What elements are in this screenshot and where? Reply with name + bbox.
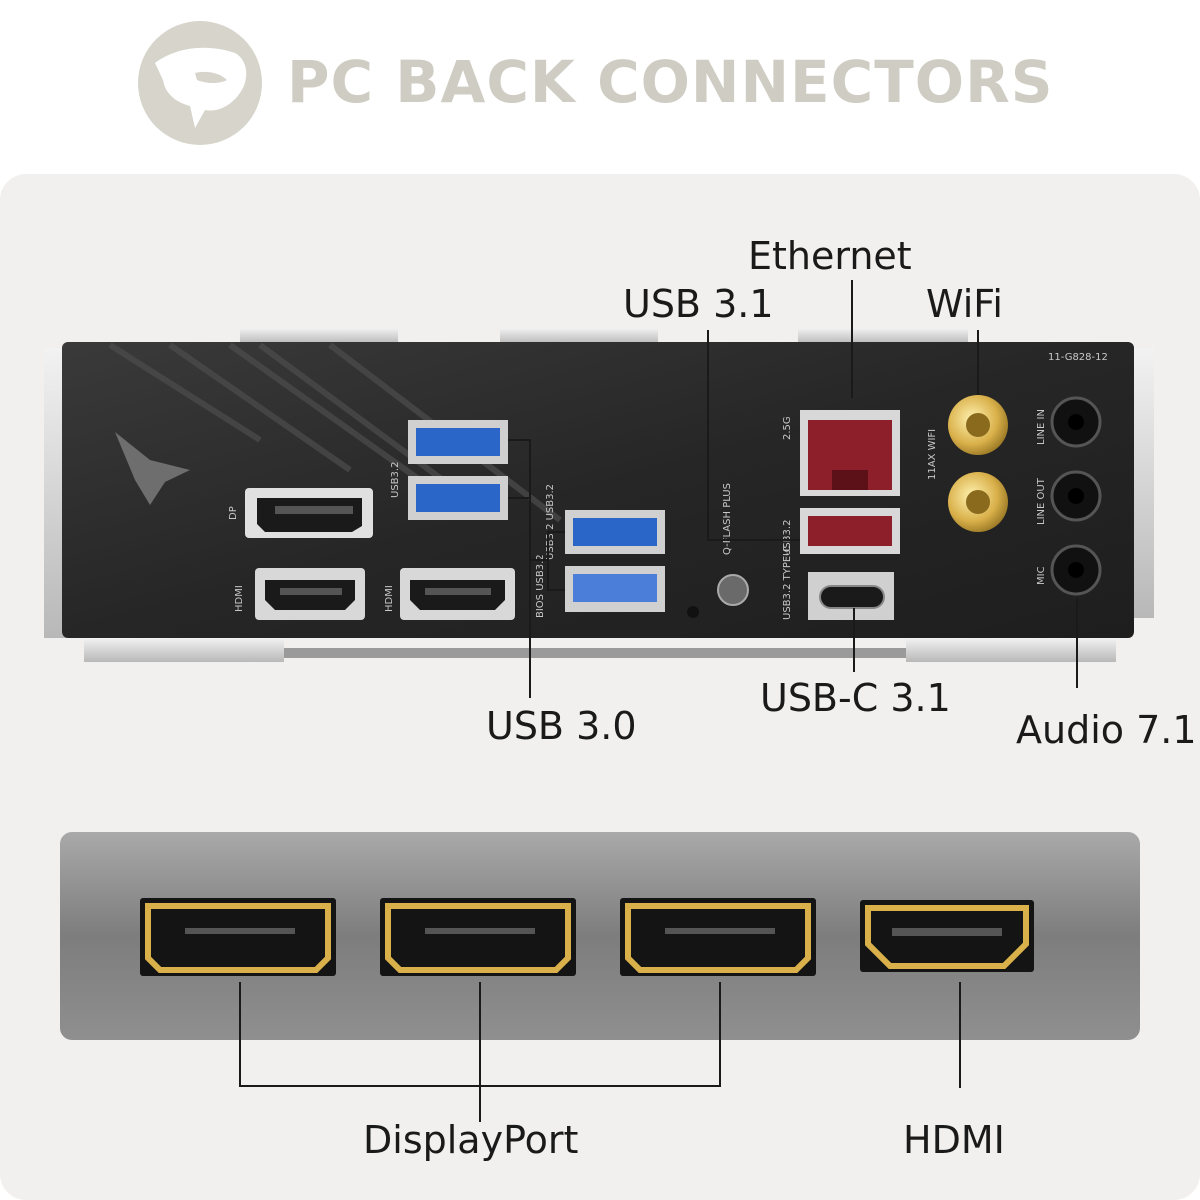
part-number: 11-G828-12 bbox=[1048, 352, 1108, 363]
hdmi-port bbox=[860, 900, 1034, 972]
silk-hdmi-1: HDMI bbox=[234, 585, 245, 612]
silk-qflash: Q-FLASH PLUS bbox=[722, 483, 733, 555]
header: PC BACK CONNECTORS bbox=[0, 0, 1200, 170]
callout-lines-lower bbox=[239, 982, 961, 1122]
silk-hdmi-2: HDMI bbox=[384, 585, 395, 612]
page-title: PC BACK CONNECTORS bbox=[287, 48, 1054, 116]
aorus-plate-logo-icon bbox=[115, 432, 190, 505]
eagle-head-logo-icon bbox=[138, 21, 262, 145]
silk-usb32-mid: USB3.2 USB3.2 bbox=[545, 484, 556, 560]
callout-usb31: USB 3.1 bbox=[623, 282, 774, 326]
displayport-3 bbox=[620, 898, 816, 976]
plate-hdmi-1 bbox=[255, 568, 365, 620]
callout-ethernet: Ethernet bbox=[748, 234, 912, 278]
plate-usb30-ports bbox=[408, 420, 665, 612]
label-displayport: DisplayPort bbox=[363, 1118, 579, 1162]
silk-mic: MIC bbox=[1036, 566, 1047, 585]
callout-usb30: USB 3.0 bbox=[486, 704, 637, 748]
silk-lan: 2.5G bbox=[782, 416, 793, 440]
plate-hdmi-2 bbox=[400, 568, 515, 620]
plate-wifi-antennas bbox=[948, 395, 1008, 532]
label-hdmi: HDMI bbox=[903, 1118, 1005, 1162]
callout-usbc31: USB-C 3.1 bbox=[760, 676, 951, 720]
silk-usb32-top: USB3.2 bbox=[390, 462, 401, 498]
silk-bios-usb: BIOS USB3.2 bbox=[535, 554, 546, 618]
plate-usbc-port bbox=[808, 572, 894, 620]
silk-usb32-red: USB3.2 bbox=[782, 520, 793, 556]
silk-dp: DP bbox=[228, 506, 239, 520]
shield-tabs bbox=[44, 328, 1154, 662]
display-output-strip bbox=[60, 832, 1140, 1040]
silk-usbc: USB3.2 TYPE-C bbox=[782, 545, 793, 620]
displayport-2 bbox=[380, 898, 576, 976]
silk-wifi: 11AX WIFI bbox=[927, 429, 938, 480]
silk-line-out: LINE OUT bbox=[1036, 477, 1047, 525]
callout-audio: Audio 7.1 bbox=[1016, 708, 1197, 752]
silk-line-in: LINE IN bbox=[1036, 409, 1047, 445]
qflash-button bbox=[717, 574, 749, 606]
plate-audio-jacks bbox=[1050, 396, 1102, 596]
displayport-1 bbox=[140, 898, 336, 976]
plate-displayport bbox=[245, 488, 373, 538]
plate-usb31-port bbox=[800, 508, 900, 554]
callout-lines-upper bbox=[508, 280, 1078, 698]
plate-ethernet-port bbox=[800, 410, 900, 496]
callout-wifi: WiFi bbox=[926, 282, 1003, 326]
